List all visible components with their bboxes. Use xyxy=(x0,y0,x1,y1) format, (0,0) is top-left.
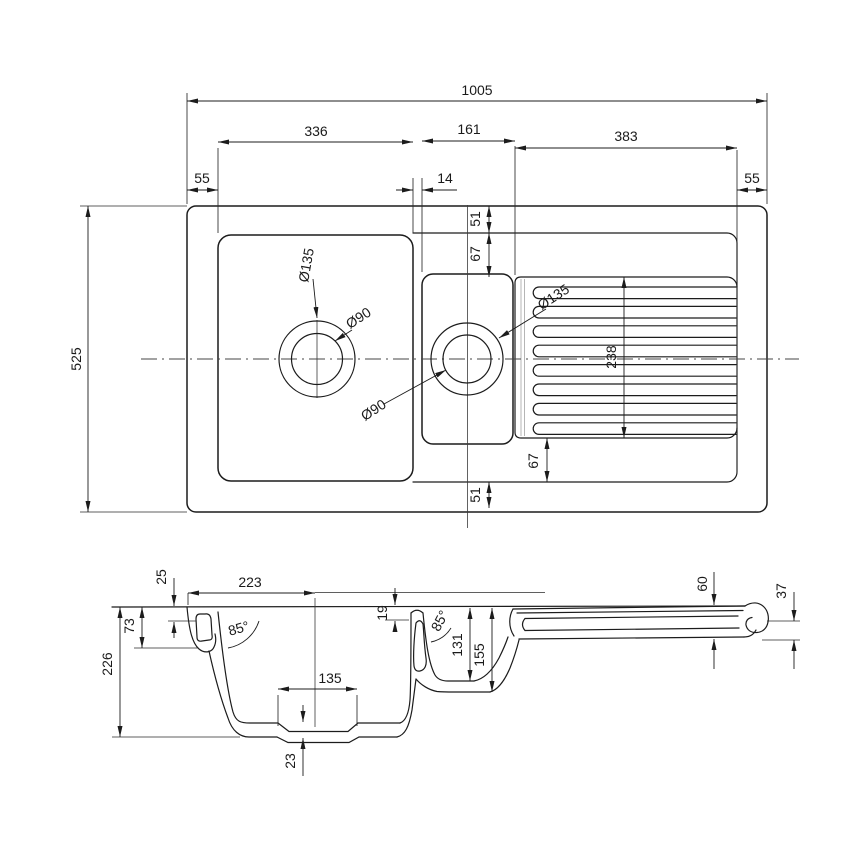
dim-half-waste-inner: Ø90 xyxy=(358,396,389,424)
right-rolled-edge xyxy=(744,602,769,634)
angle-arc-main-bowl xyxy=(227,620,260,649)
angle-arc-half-bowl xyxy=(430,627,452,643)
main-waste-circle-inner xyxy=(290,332,344,386)
section-top-surface xyxy=(111,605,746,608)
half-waste-circle-inner xyxy=(442,334,492,384)
leader-half-waste-inner xyxy=(383,369,447,405)
main-bowl-outline xyxy=(217,234,414,482)
dim-half-bowl-depth: 131 xyxy=(449,633,465,657)
dim-deck-top: 51 xyxy=(467,211,483,227)
dim-drainer-top: 67 xyxy=(467,246,483,262)
leader-main-waste-inner xyxy=(334,329,353,342)
dim-left-margin: 55 xyxy=(194,170,210,186)
dim-overall-depth: 525 xyxy=(68,347,84,371)
dim-waste-recess-depth: 23 xyxy=(282,753,298,769)
left-rim-profile xyxy=(186,606,217,653)
plan-view: 1005 336 161 383 55 14 55 525 51 67 238 … xyxy=(68,82,799,528)
main-bowl-section xyxy=(208,611,417,744)
dim-edge-height: 37 xyxy=(773,583,789,599)
drainer-recess-outline xyxy=(514,276,738,439)
dim-right-margin: 55 xyxy=(744,170,760,186)
dim-main-bowl-angle: 85° xyxy=(226,618,251,639)
dim-rim-step: 25 xyxy=(153,569,169,585)
leader-half-waste-outer xyxy=(498,308,547,339)
dim-divider-gap: 14 xyxy=(437,170,453,186)
dim-drainer-width: 383 xyxy=(614,128,638,144)
plan-extension-lines xyxy=(80,93,768,513)
right-edge-underside xyxy=(743,629,757,638)
half-waste-circle-outer xyxy=(430,322,504,396)
dim-waste-recess-width: 135 xyxy=(318,670,342,686)
dim-main-bowl-width: 336 xyxy=(304,123,328,139)
section-extension-lines xyxy=(112,592,800,738)
leader-main-waste-outer xyxy=(312,278,319,319)
divider-peak xyxy=(410,609,424,614)
dim-overall-height: 226 xyxy=(99,652,115,676)
dim-drainer-length: 238 xyxy=(603,345,619,369)
drainer-slab-section xyxy=(509,605,746,640)
dim-half-bowl-width: 161 xyxy=(457,121,481,137)
dim-deck-bottom: 51 xyxy=(467,487,483,503)
divider-hollow xyxy=(413,620,427,672)
dim-rim-channel: 73 xyxy=(121,618,137,634)
dim-half-bowl-angle: 85° xyxy=(428,608,452,634)
dim-overall-width: 1005 xyxy=(461,82,492,98)
dim-main-waste-outer: Ø135 xyxy=(295,247,317,284)
dim-drainer-bottom: 67 xyxy=(525,453,541,469)
drainer-ribs xyxy=(532,286,737,435)
section-view: 25 223 73 226 19 131 155 60 37 135 23 85… xyxy=(99,569,800,776)
main-waste-circle-outer xyxy=(278,320,356,398)
dim-drainer-underside: 60 xyxy=(694,576,710,592)
half-bowl-section xyxy=(415,612,520,693)
dim-main-waste-inner: Ø90 xyxy=(343,304,374,332)
dim-half-bowl-outer-depth: 155 xyxy=(471,643,487,667)
left-rim-channel xyxy=(195,613,213,642)
dim-divider-step: 19 xyxy=(374,605,390,621)
dim-waste-centre: 223 xyxy=(238,574,262,590)
dim-half-waste-outer: Ø135 xyxy=(535,281,573,313)
